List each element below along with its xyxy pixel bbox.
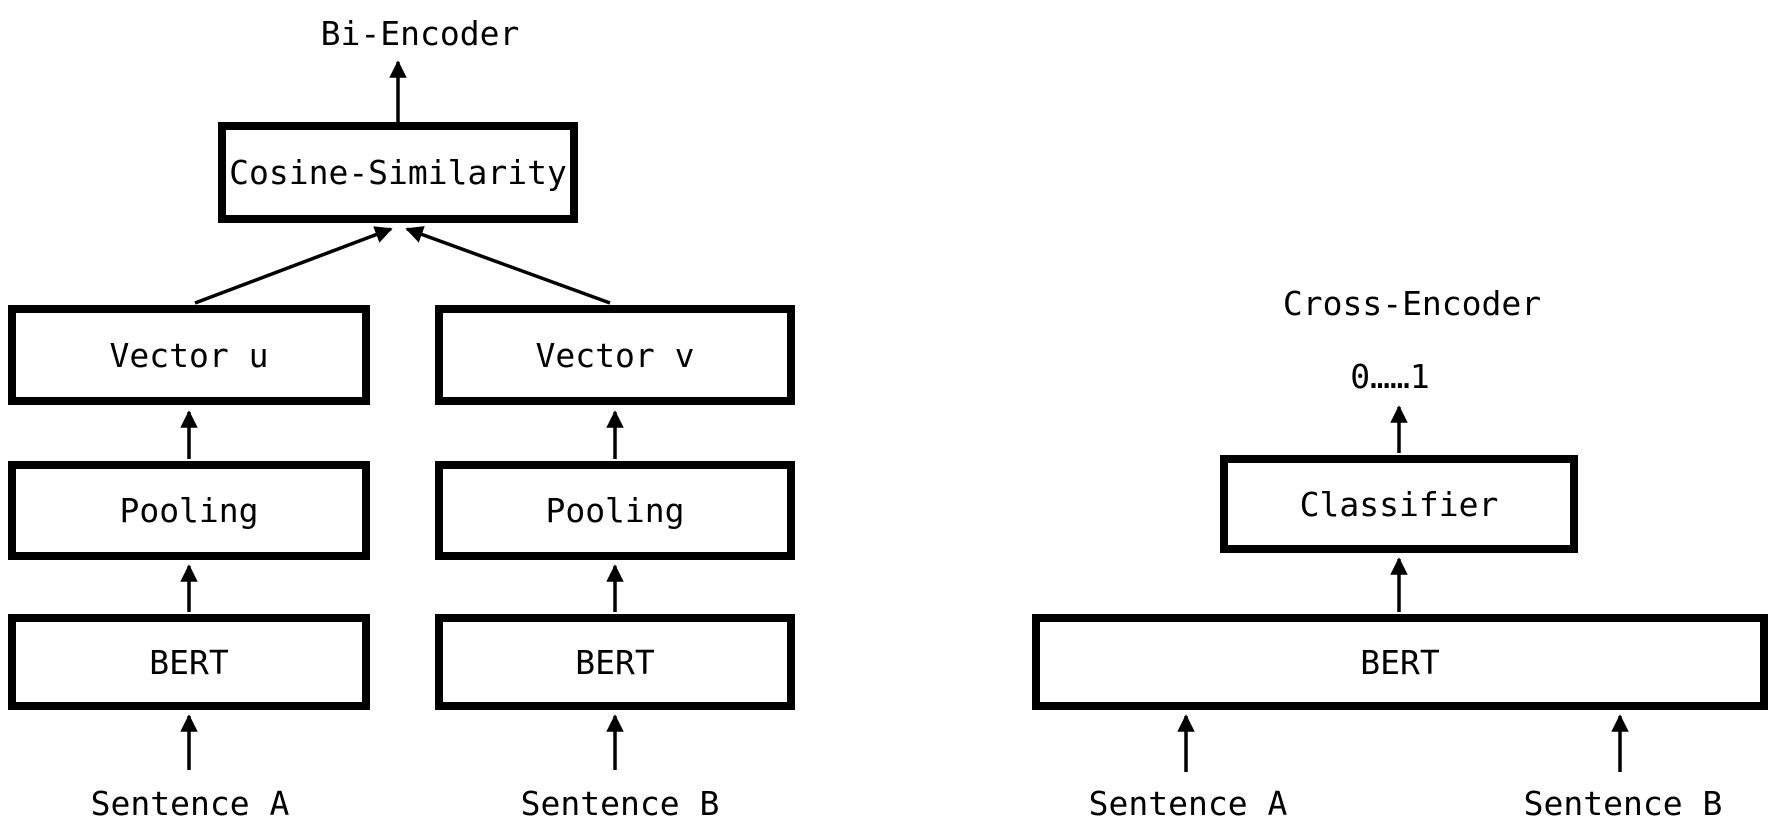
cosine-similarity-label: Cosine-Similarity	[229, 153, 567, 192]
pooling-a-box: Pooling	[8, 461, 370, 560]
bi-encoder-sentence-a-label: Sentence A	[90, 784, 290, 823]
pooling-b-box: Pooling	[435, 461, 795, 560]
vector-v-box: Vector v	[435, 305, 795, 405]
vector-v-label: Vector v	[535, 335, 695, 375]
arrow-vector-v-to-cosine	[405, 226, 611, 305]
classifier-box: Classifier	[1220, 455, 1578, 553]
vector-u-label: Vector u	[109, 335, 269, 375]
cross-encoder-title: Cross-Encoder	[1282, 284, 1542, 323]
cosine-similarity-box: Cosine-Similarity	[218, 122, 578, 223]
bert-b-box: BERT	[435, 614, 795, 710]
pooling-a-label: Pooling	[119, 491, 259, 530]
cross-encoder-output-range-label: 0……1	[1350, 357, 1430, 396]
cross-encoder-sentence-b-label: Sentence B	[1523, 784, 1723, 823]
vector-u-box: Vector u	[8, 305, 370, 405]
pooling-b-label: Pooling	[545, 491, 685, 530]
classifier-label: Classifier	[1299, 484, 1499, 524]
bi-encoder-sentence-b-label: Sentence B	[520, 784, 720, 823]
bi-encoder-title: Bi-Encoder	[320, 14, 520, 53]
cross-encoder-sentence-a-label: Sentence A	[1088, 784, 1288, 823]
bert-b-label: BERT	[575, 642, 655, 682]
bert-a-box: BERT	[8, 614, 370, 710]
bert-a-label: BERT	[149, 642, 229, 682]
bert-wide-label: BERT	[1360, 642, 1440, 682]
bert-wide-box: BERT	[1032, 614, 1768, 710]
arrow-vector-u-to-cosine	[194, 226, 393, 305]
